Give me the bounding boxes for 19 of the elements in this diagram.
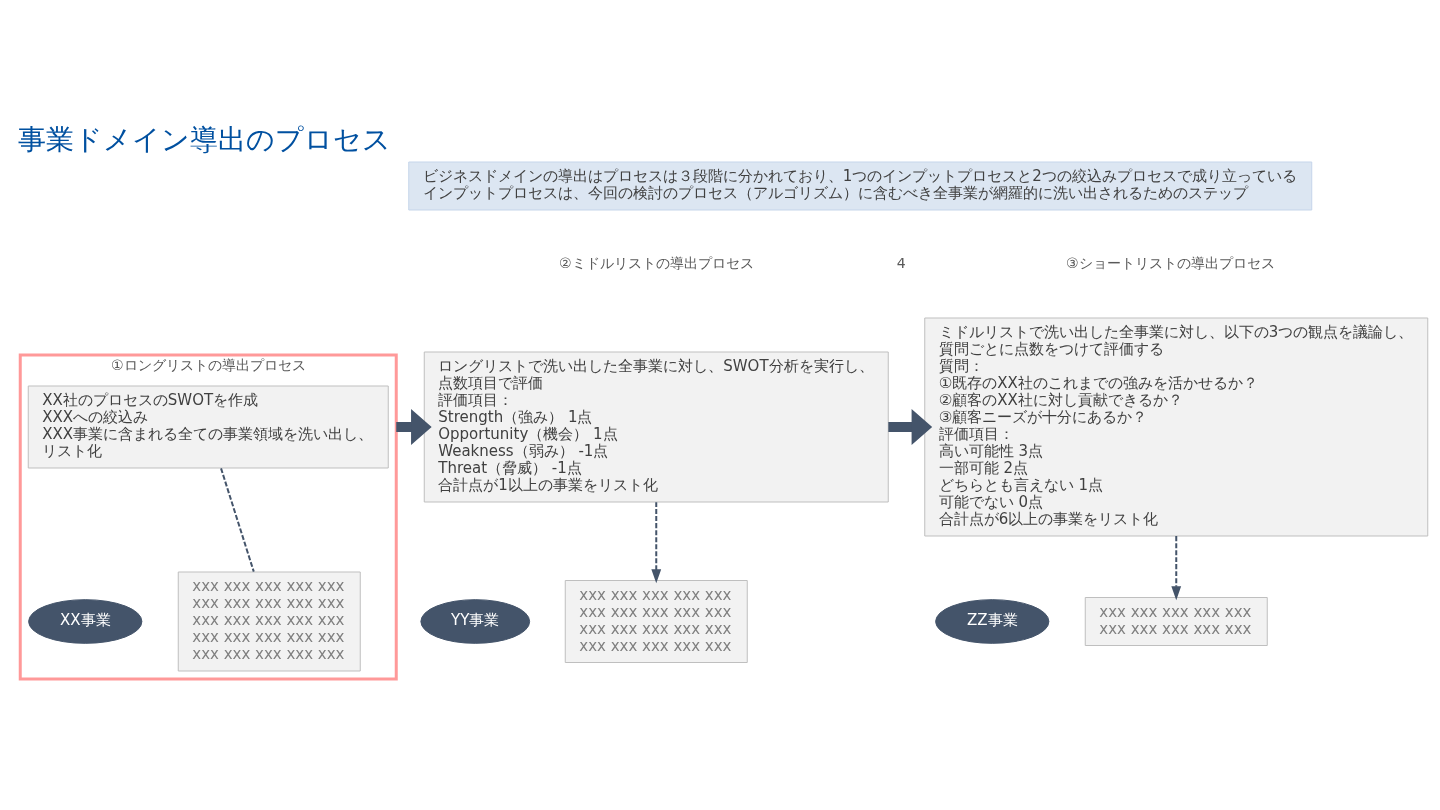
label: ②ミドルリストの導出プロセス — [558, 254, 754, 271]
node-box: xxx xxx xxx xxx xxx xxx xxx xxx xxx xxx — [1084, 597, 1268, 646]
label: ③ショートリストの導出プロセス — [1065, 254, 1275, 271]
node-ellipse: XX事業 — [28, 599, 143, 644]
connector — [220, 467, 255, 573]
arrow — [888, 409, 933, 445]
node-box: xxx xxx xxx xxx xxx xxx xxx xxx xxx xxx xxx xxx xxx xxx xxx xxx xxx xxx xxx xxx xxx xxx xxx xxx xxx — [177, 571, 361, 672]
node-ellipse: YY事業 — [420, 599, 531, 644]
arrow — [396, 409, 432, 445]
node-box: ミドルリストで洗い出した全事業に対し、以下の3つの観点を議論し、質問ごとに点数をつけて評価する 質問： ①既存のXX社のこれまでの強みを活かせるか？ ②顧客のXX社に対し貢献できるか？ ③顧客ニーズが十分にあるか？ 評価項目： 高い可能性 3点 一部可能 2点 どちらとも言えない 1点 可能でない 0点 合計点が6以上の事業をリスト化 — [924, 317, 1429, 537]
arrow — [1171, 535, 1182, 601]
node-box: XX社のプロセスのSWOTを作成 XXXへの絞込み XXX事業に含まれる全ての事業領域を洗い出し、リスト化 — [27, 385, 389, 469]
node-box: ロングリストで洗い出した全事業に対し、SWOT分析を実行し、点数項目で評価 評価項目： Strength（強み） 1点 Opportunity（機会） 1点 Weakness（弱み） -1点 Threat（脅威） -1点 合計点が1以上の事業をリスト化 — [423, 351, 889, 503]
label: 4 — [896, 254, 906, 271]
diagram-title: 事業ドメイン導出のプロセス — [17, 123, 391, 157]
arrow — [651, 501, 662, 584]
node-box: xxx xxx xxx xxx xxx xxx xxx xxx xxx xxx xxx xxx xxx xxx xxx xxx xxx xxx xxx xxx — [564, 580, 748, 663]
node-ellipse: ZZ事業 — [935, 599, 1050, 644]
node-box: ビジネスドメインの導出はプロセスは３段階に分かれており、1つのインプットプロセスと2つの絞込みプロセスで成り立っている インプットプロセスは、今回の検討のプロセス（アルゴリズム）に含むべき全事業が網羅的に洗い出されるためのステップ — [408, 161, 1313, 211]
